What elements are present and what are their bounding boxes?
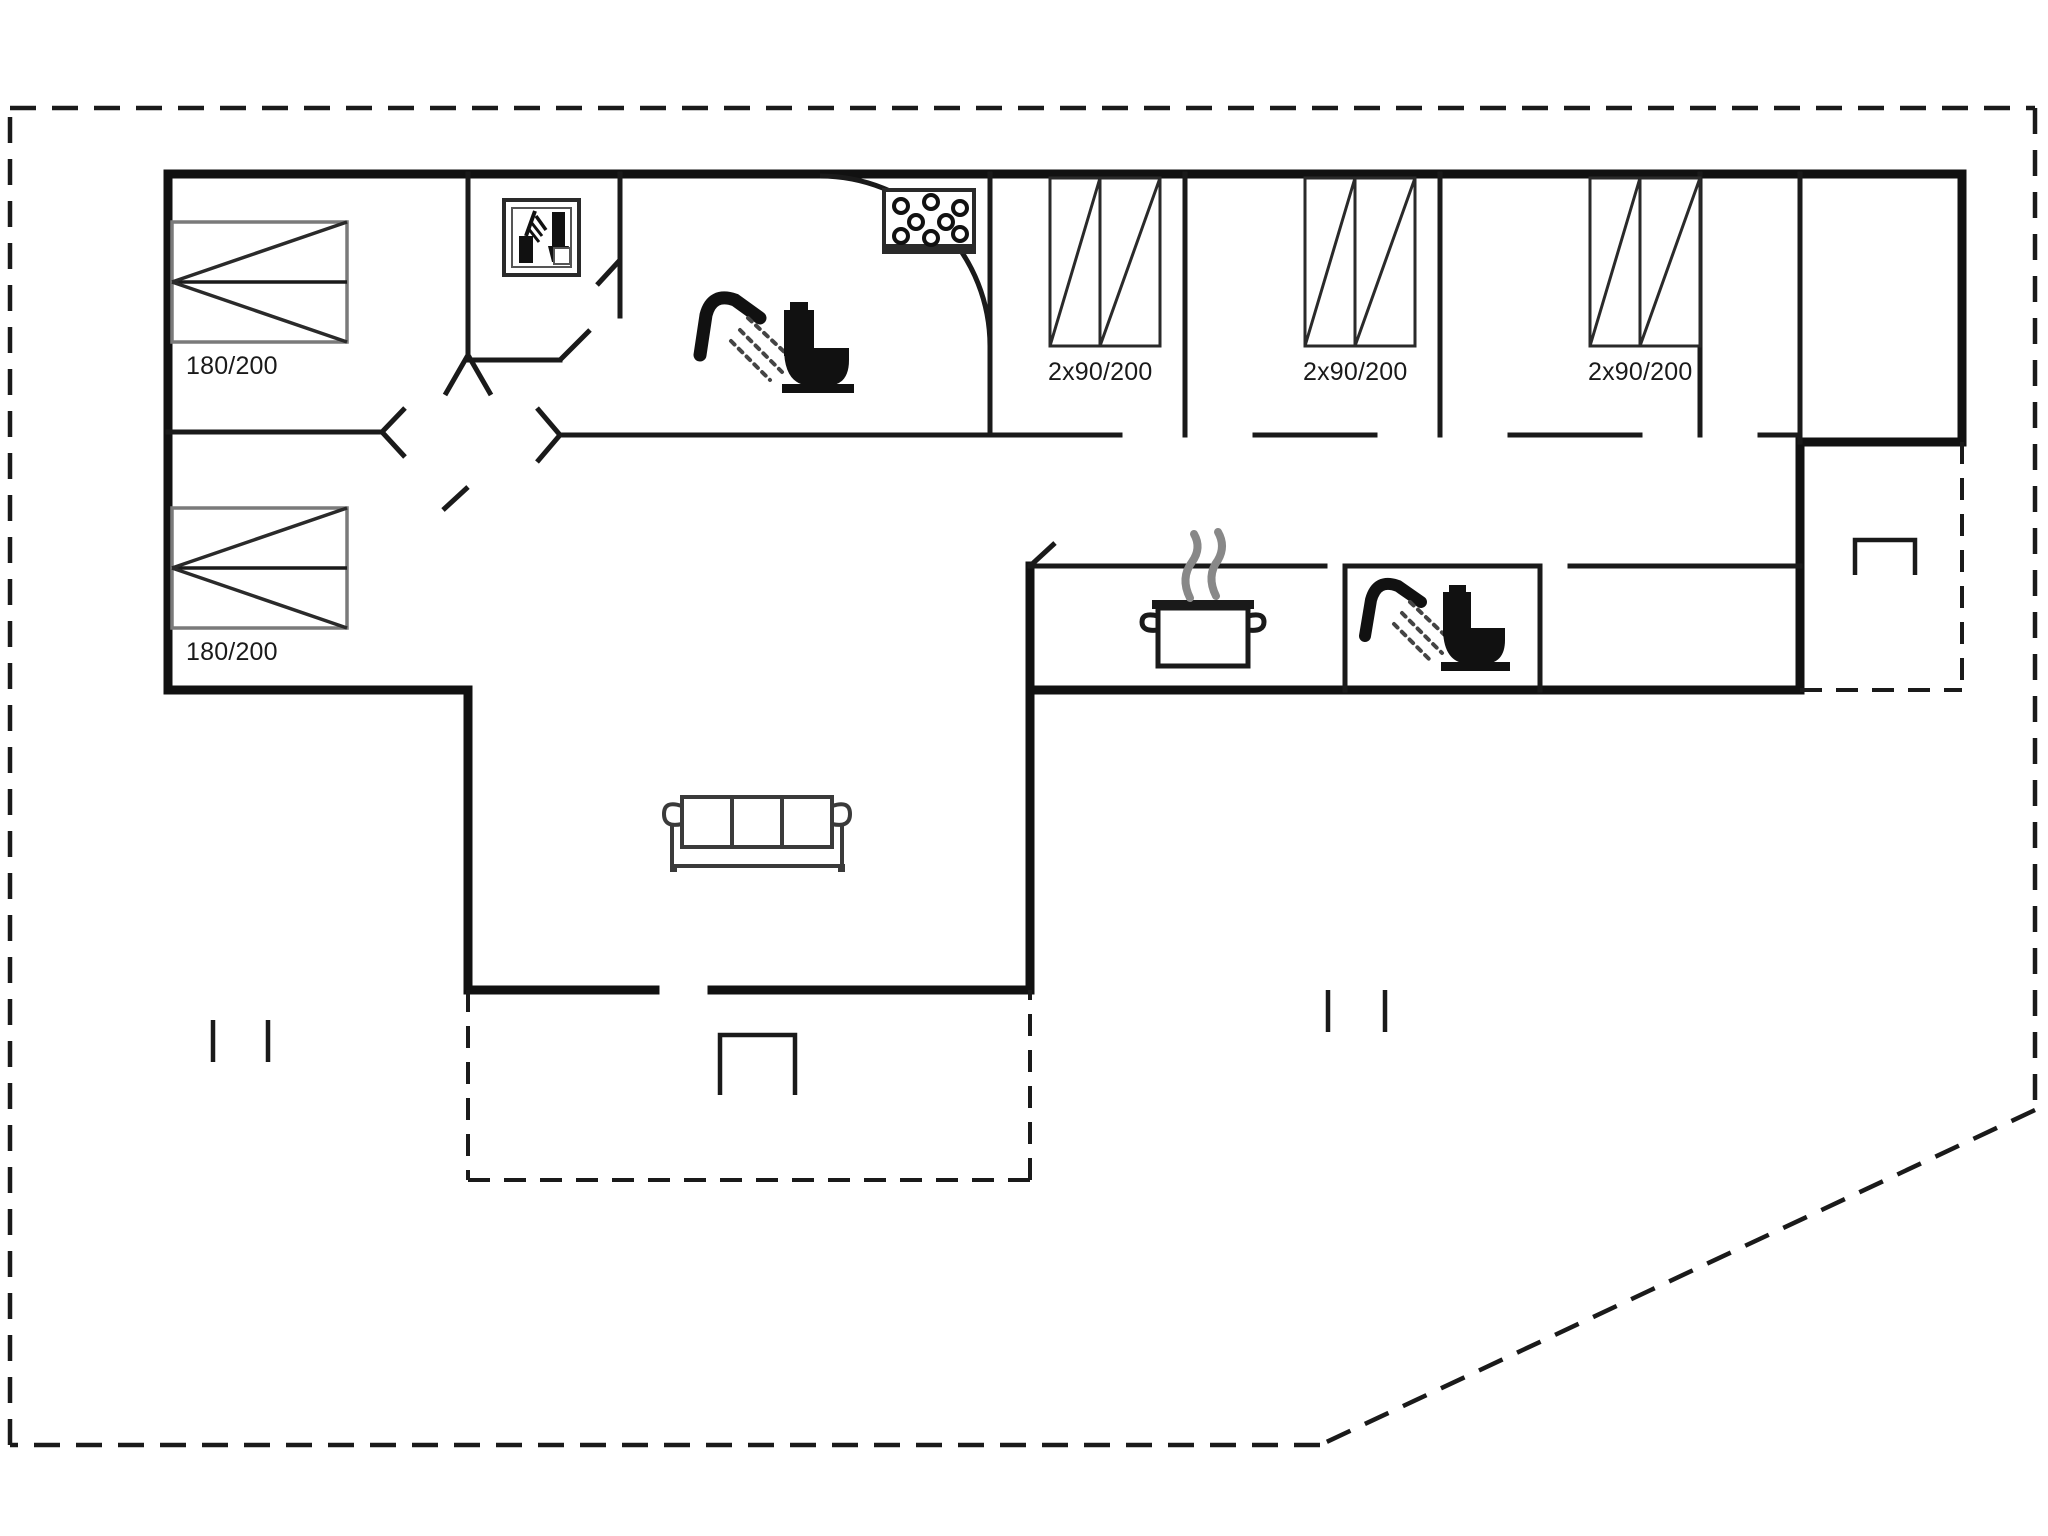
shower-icon-2 (1359, 577, 1454, 663)
bed-double-1 (170, 220, 349, 344)
boundary-tick-marks-left (210, 1020, 271, 1062)
toilet-icon-1 (782, 302, 854, 393)
bed-bunk-1 (1048, 176, 1162, 348)
opening-markers (378, 258, 1057, 568)
property-boundary (7, 105, 2038, 1448)
bed-bunk-2 (1303, 176, 1417, 348)
interior-walls (165, 171, 1803, 693)
terrace-south (466, 990, 1032, 1182)
bed-bunk-3 (1588, 176, 1702, 348)
boundary-tick-marks-right (1325, 990, 1388, 1032)
bed-double-2 (170, 506, 349, 630)
bed-label-double-2: 180/200 (186, 638, 278, 666)
bed-label-double-1: 180/200 (186, 352, 278, 380)
whirlpool-icon (882, 188, 976, 254)
shower-icon-1 (693, 291, 795, 382)
cooking-pot-icon (1139, 528, 1267, 669)
bed-label-bunk-1: 2x90/200 (1048, 358, 1152, 386)
bed-label-bunk-2: 2x90/200 (1303, 358, 1407, 386)
washing-machine-icon (502, 198, 581, 277)
step-marker-south (717, 1032, 798, 1095)
terrace-east (1800, 442, 1964, 692)
sofa-icon (661, 795, 853, 872)
bed-label-bunk-3: 2x90/200 (1588, 358, 1692, 386)
toilet-icon-2 (1441, 585, 1510, 671)
step-marker-east (1852, 537, 1918, 575)
